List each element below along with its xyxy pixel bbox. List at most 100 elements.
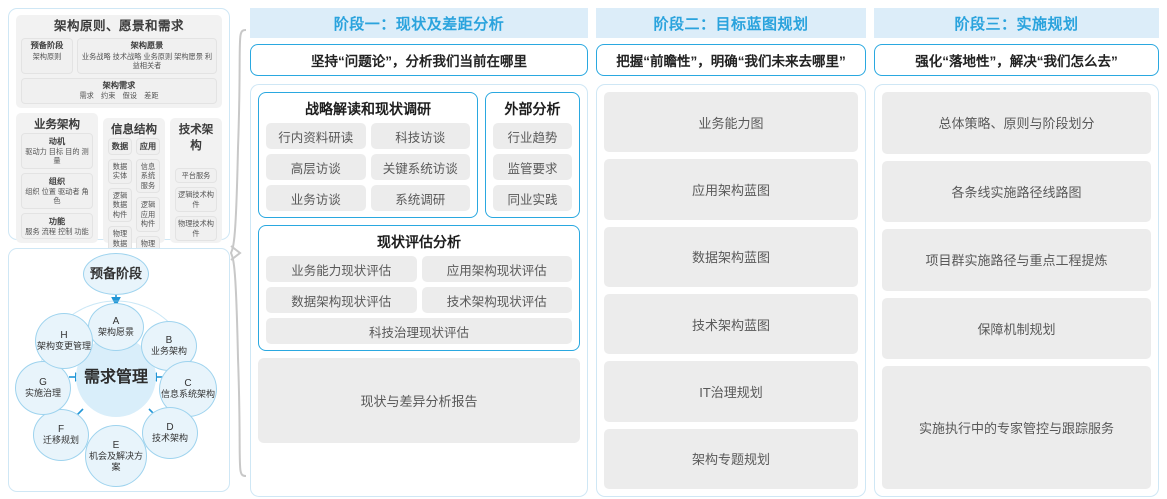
adm-node-label: 架构愿景 [97, 327, 134, 338]
gap-analysis-report-tile[interactable]: 现状与差异分析报告 [258, 358, 580, 443]
tile-label: 现状与差异分析报告 [360, 394, 478, 409]
tile-item[interactable]: 架构专题规划 [604, 428, 858, 489]
logical-technology-component-chip: 逻辑技术构件 [175, 187, 217, 212]
information-structure-group: 信息结构 数据 数据实体 逻辑数据构件 物理数据构件 应用 [103, 117, 165, 270]
adm-node-e[interactable]: E 机会及解决方案 [85, 425, 147, 487]
information-structure-title: 信息结构 [111, 123, 157, 136]
stage-three: 阶段三：实施规划 强化“落地性”，解决“我们怎么去” 总体策略、原则与阶段划分 … [874, 8, 1159, 497]
tile-item[interactable]: IT治理规划 [604, 361, 858, 422]
prep-phase-box: 预备阶段 架构原则 [21, 38, 73, 74]
stage-two: 阶段二：目标蓝图规划 把握“前瞻性”，明确“我们未来去哪里” 业务能力图 应用架… [596, 8, 866, 497]
tile-item[interactable]: 系统调研 [370, 185, 470, 211]
tile-item[interactable]: 项目群实施路径与重点工程提炼 [882, 229, 1151, 291]
stage-banner-label: 阶段二：目标蓝图规划 [653, 15, 809, 33]
stage-two-body: 业务能力图 应用架构蓝图 数据架构蓝图 技术架构蓝图 IT治理规划 架构专题规划 [596, 84, 866, 497]
tile-item[interactable]: 业务能力现状评估 [266, 256, 417, 282]
tile-item[interactable]: 技术架构现状评估 [421, 287, 572, 313]
stage-one-banner: 阶段一：现状及差距分析 [250, 8, 588, 38]
adm-node-label: 业务架构 [150, 346, 187, 357]
adm-node-letter: C [184, 378, 192, 390]
tile-item[interactable]: 应用架构现状评估 [421, 256, 572, 282]
group-title: 架构原则、愿景和需求 [53, 19, 184, 33]
application-column-title: 应用 [136, 137, 160, 155]
architecture-vision-box: 架构愿景 业务战略 技术战略 业务原则 架构愿景 利益相关者 [77, 38, 217, 74]
business-architecture-group: 业务架构 动机 驱动力 目标 目的 测量 组织 组织 位置 驱动者 角色 功能 [16, 112, 98, 243]
stage-subtitle-label: 坚持“问题论”，分析我们当前在哪里 [311, 54, 527, 69]
adm-node-letter: A [112, 316, 120, 328]
chip-items: 组织 位置 驱动者 角色 [25, 186, 89, 206]
stage-subtitle-label: 强化“落地性”，解决“我们怎么去” [915, 54, 1118, 69]
principles-vision-requirements-group: 架构原则、愿景和需求 预备阶段 架构原则 架构愿景 业务战略 技术战略 业务原则… [16, 15, 222, 108]
adm-node-d[interactable]: D 技术架构 [142, 407, 198, 459]
adm-node-label: 预备阶段 [89, 266, 142, 281]
adm-node-a[interactable]: A 架构愿景 [88, 303, 144, 351]
adm-node-h[interactable]: H 架构变更管理 [35, 313, 93, 369]
architecture-requirements-items: 需求 约束 假设 差距 [79, 91, 159, 100]
tile-item[interactable]: 科技治理现状评估 [266, 318, 572, 344]
adm-node-label: 架构变更管理 [36, 341, 91, 352]
chip-title: 动机 [48, 136, 66, 146]
togaf-content-framework-card: 架构原则、愿景和需求 预备阶段 架构原则 架构愿景 业务战略 技术战略 业务原则… [8, 8, 230, 293]
tile-item[interactable]: 数据架构现状评估 [266, 287, 417, 313]
stage-two-subtitle: 把握“前瞻性”，明确“我们未来去哪里” [596, 44, 866, 76]
adm-cycle-diagram: 预备阶段 需求管理 A 架构愿景 B 业务架构 C 信息系统架构 [9, 249, 229, 491]
card-title: 外部分析 [504, 101, 561, 117]
adm-node-g[interactable]: G 实施治理 [15, 361, 71, 415]
tile-item[interactable]: 实施执行中的专家管控与跟踪服务 [882, 366, 1151, 490]
tile-item[interactable]: 业务访谈 [266, 185, 366, 211]
tile-item[interactable]: 各条线实施路径线路图 [882, 160, 1151, 223]
stage-three-subtitle: 强化“落地性”，解决“我们怎么去” [874, 44, 1159, 76]
requirements-row: 架构需求 需求 约束 假设 差距 [21, 77, 217, 104]
tile-item[interactable]: 应用架构蓝图 [604, 159, 858, 220]
tile-item[interactable]: 行业趋势 [493, 123, 572, 149]
business-motivation-chip: 动机 驱动力 目标 目的 测量 [21, 132, 93, 169]
adm-node-label: 迁移规划 [42, 435, 79, 446]
adm-node-letter: B [165, 335, 173, 347]
stage-three-banner: 阶段三：实施规划 [874, 8, 1159, 38]
tile-item[interactable]: 行内资料研读 [266, 123, 366, 149]
adm-node-f[interactable]: F 迁移规划 [33, 409, 89, 461]
architecture-requirements-box: 架构需求 需求 约束 假设 差距 [21, 77, 217, 104]
stage-banner-label: 阶段一：现状及差距分析 [333, 15, 505, 33]
adm-node-label: 机会及解决方案 [88, 451, 143, 472]
adm-node-letter: E [112, 440, 120, 451]
information-system-service-chip: 信息系统服务 [136, 158, 160, 193]
tile-item[interactable]: 技术架构蓝图 [604, 293, 858, 355]
brace-connector-icon [230, 29, 247, 477]
application-column: 应用 信息系统服务 逻辑应用构件 物理应用构件 [136, 137, 160, 270]
adm-node-prep[interactable]: 预备阶段 [83, 253, 149, 295]
tile-item[interactable]: 总体策略、原则与阶段划分 [882, 92, 1151, 154]
card-title: 现状评估分析 [377, 234, 461, 250]
external-analysis-card: 外部分析 行业趋势 监管要求 同业实践 [485, 92, 580, 218]
architecture-domains-row: 业务架构 动机 驱动力 目标 目的 测量 组织 组织 位置 驱动者 角色 功能 [16, 112, 222, 270]
tile-item[interactable]: 数据架构蓝图 [604, 226, 858, 287]
adm-node-letter: H [60, 330, 68, 342]
tile-item[interactable]: 监管要求 [493, 154, 572, 180]
stage-one: 阶段一：现状及差距分析 坚持“问题论”，分析我们当前在哪里 战略解读和现状调研 … [250, 8, 588, 497]
tile-item[interactable]: 高层访谈 [266, 154, 366, 180]
business-function-chip: 功能 服务 流程 控制 功能 [21, 212, 93, 239]
stage-two-banner: 阶段二：目标蓝图规划 [596, 8, 866, 38]
adm-node-label: 技术架构 [151, 433, 188, 444]
adm-node-label: 实施治理 [24, 388, 61, 399]
tile-item[interactable]: 业务能力图 [604, 92, 858, 153]
prep-phase-title: 预备阶段 [30, 41, 64, 50]
tile-item[interactable]: 保障机制规划 [882, 297, 1151, 360]
stage-subtitle-label: 把握“前瞻性”，明确“我们未来去哪里” [616, 54, 846, 69]
tile-item[interactable]: 关键系统访谈 [370, 154, 470, 180]
tile-item[interactable]: 科技访谈 [370, 123, 470, 149]
strategy-research-card: 战略解读和现状调研 行内资料研读 科技访谈 高层访谈 关键系统访谈 业务访谈 系… [258, 92, 478, 218]
adm-cycle-card: 预备阶段 需求管理 A 架构愿景 B 业务架构 C 信息系统架构 [8, 248, 230, 492]
stage-two-items: 业务能力图 应用架构蓝图 数据架构蓝图 技术架构蓝图 IT治理规划 架构专题规划 [604, 92, 858, 489]
adm-node-letter: F [57, 424, 65, 436]
data-column-title: 数据 [108, 137, 132, 155]
prep-phase-items: 架构原则 [32, 51, 62, 61]
prep-vision-row: 预备阶段 架构原则 架构愿景 业务战略 技术战略 业务原则 架构愿景 利益相关者 [21, 38, 217, 74]
adm-node-label: 信息系统架构 [160, 389, 215, 400]
current-state-assessment-card: 现状评估分析 业务能力现状评估 应用架构现状评估 数据架构现状评估 技术架构现状… [258, 225, 580, 351]
tile-item[interactable]: 同业实践 [493, 185, 572, 211]
business-architecture-title: 业务架构 [34, 118, 80, 131]
stage-one-subtitle: 坚持“问题论”，分析我们当前在哪里 [250, 44, 588, 76]
external-analysis-tiles: 行业趋势 监管要求 同业实践 [493, 123, 572, 211]
